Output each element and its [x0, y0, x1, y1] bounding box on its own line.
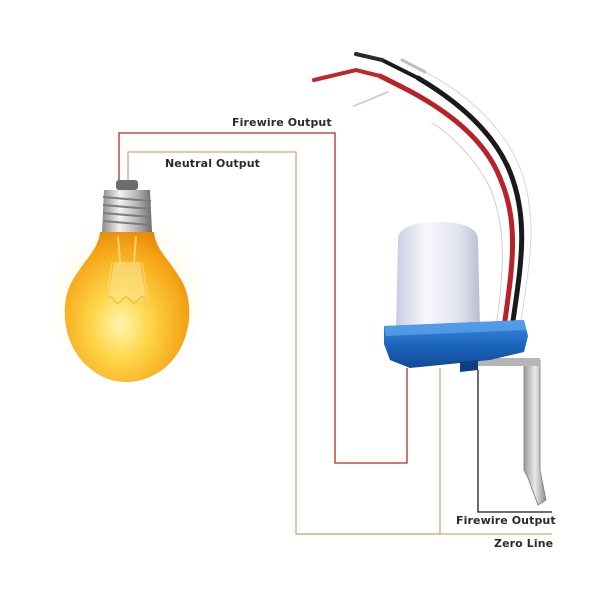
- firewire-output-line: [477, 370, 552, 513]
- firewire-output-wire: [118, 132, 408, 464]
- photocell-sensor-icon: [384, 222, 547, 506]
- zero-line-label: Zero Line: [494, 537, 554, 550]
- neutral-output-wire: [127, 151, 552, 535]
- neutral-output-label: Neutral Output: [165, 157, 261, 170]
- sensor-leads: [312, 52, 534, 331]
- firewire-output-bottom-label: Firewire Output: [456, 514, 556, 527]
- light-bulb-icon: [48, 180, 208, 382]
- firewire-output-top-label: Firewire Output: [232, 116, 332, 129]
